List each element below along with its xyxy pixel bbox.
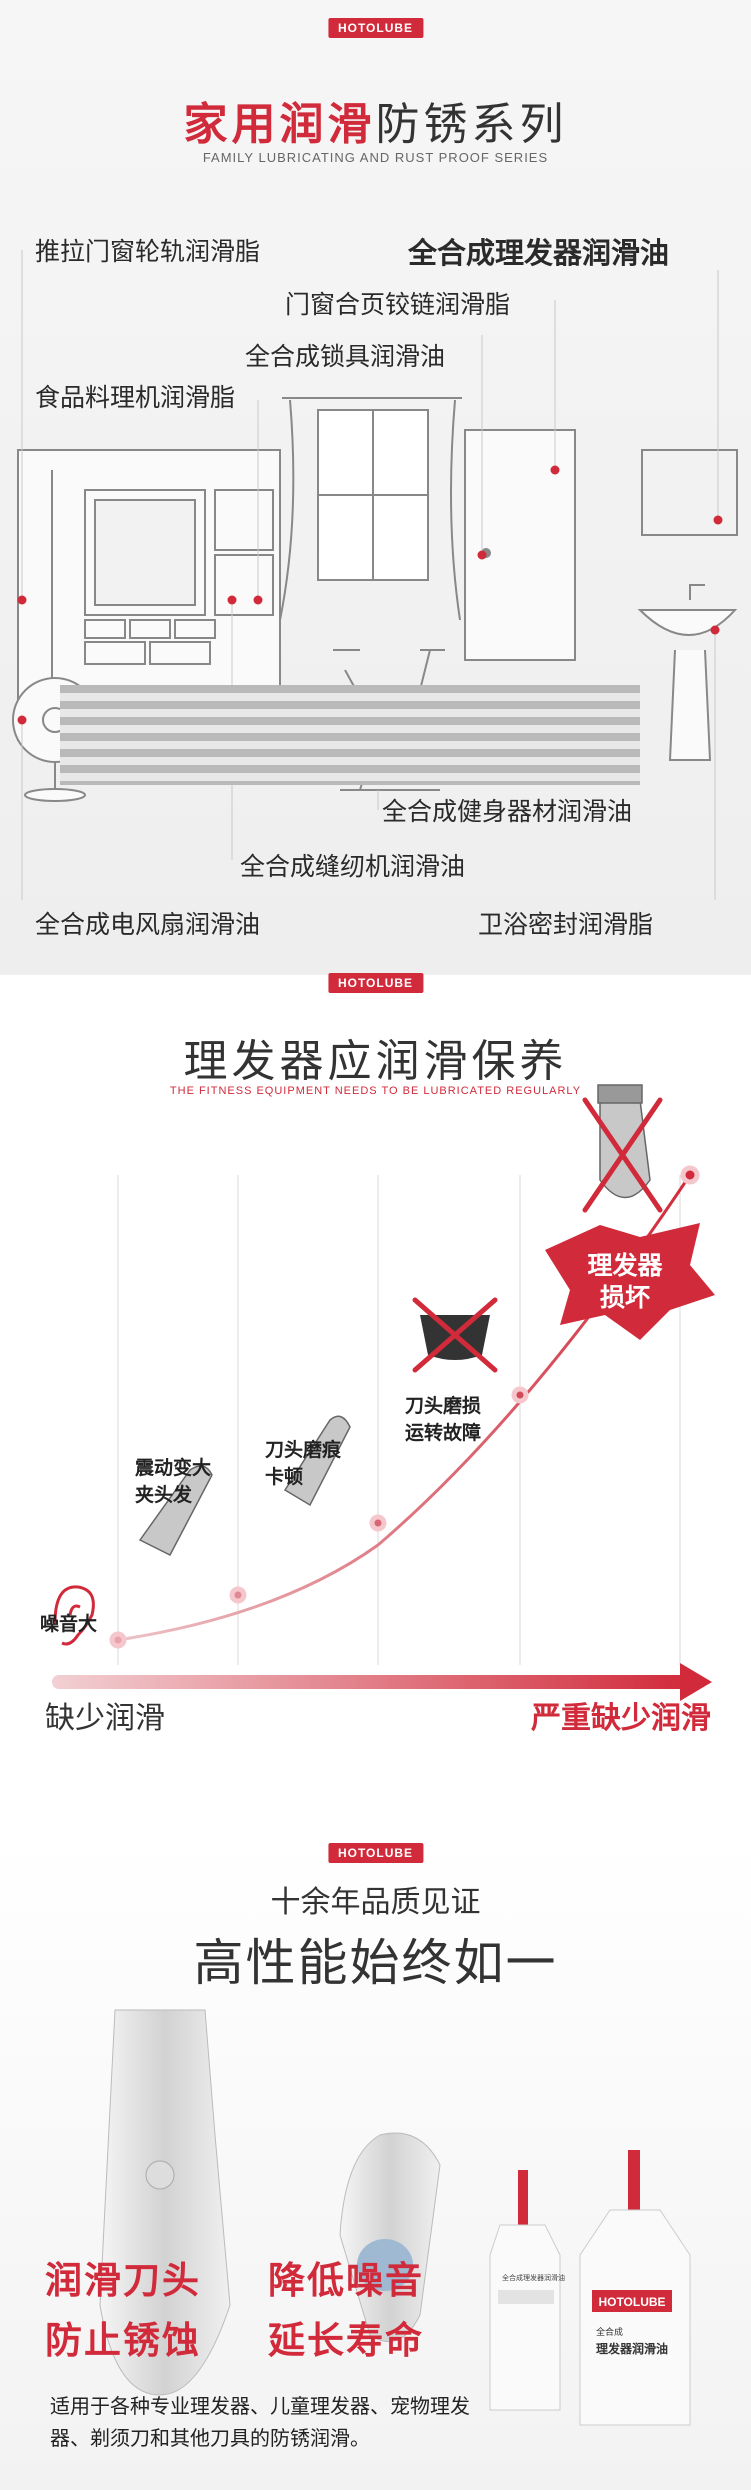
axis-right-label: 严重缺少润滑	[531, 1701, 711, 1736]
quality-line2: 高性能始终如一	[193, 1934, 558, 1992]
brand-badge: HOTOLUBE	[327, 1843, 424, 1863]
product-description: 适用于各种专业理发器、儿童理发器、宠物理发器、剃须刀和其他刀具的防锈润滑。	[50, 2394, 470, 2450]
maintenance-section: HOTOLUBE 理发器应润滑保养 THE FITNESS EQUIPMENT …	[0, 973, 751, 1835]
home-illustration	[12, 250, 738, 900]
section-subtitle: THE FITNESS EQUIPMENT NEEDS TO BE LUBRIC…	[169, 1085, 582, 1097]
lubrication-curve	[52, 1084, 715, 1701]
section-subtitle: FAMILY LUBRICATING AND RUST PROOF SERIES	[202, 150, 549, 165]
section-title: 理发器应润滑保养	[183, 1036, 568, 1087]
ear-icon	[53, 1585, 95, 1646]
label-clipper-oil: 全合成理发器润滑油	[408, 236, 670, 270]
section-title: 家用润滑防锈系列	[183, 99, 568, 150]
quality-line1: 十余年品质见证	[270, 1885, 481, 1920]
bottle-large-label-1: 全合成	[596, 2328, 624, 2338]
feature-lubricate-blade: 润滑刀头	[45, 2259, 201, 2302]
stage-noise: 噪音大	[40, 1613, 98, 1635]
label-sewing-machine-oil: 全合成缝纫机润滑油	[240, 852, 466, 881]
stage-vibration: 震动变大 夹头发	[135, 1457, 212, 1506]
label-door-track-grease: 推拉门窗轮轨润滑脂	[35, 237, 261, 266]
svg-text:HOTOLUBE: HOTOLUBE	[598, 2295, 665, 2309]
axis-left-label: 缺少润滑	[45, 1701, 165, 1736]
quality-section: HOTOLUBE 十余年品质见证 高性能始终如一 HOTOLUBE 全	[0, 1835, 751, 2490]
feature-reduce-noise: 降低噪音	[268, 2259, 424, 2302]
label-food-processor-grease: 食品料理机润滑脂	[35, 383, 236, 412]
label-bathroom-seal-grease: 卫浴密封润滑脂	[478, 910, 654, 939]
home-series-section: HOTOLUBE 家用润滑防锈系列 FAMILY LUBRICATING AND…	[0, 0, 751, 975]
bottle-large-label-2: 理发器润滑油	[596, 2342, 669, 2356]
feature-extend-life: 延长寿命	[268, 2319, 424, 2362]
label-lock-oil: 全合成锁具润滑油	[245, 342, 446, 371]
stage-blade-wear: 刀头磨损 运转故障	[405, 1395, 482, 1444]
brand-badge: HOTOLUBE	[327, 18, 424, 38]
label-hinge-grease: 门窗合页铰链润滑脂	[285, 290, 511, 319]
bottle-small-label: 全合成理发器润滑油	[502, 2274, 565, 2282]
floor-stripes	[60, 685, 640, 785]
label-fan-oil: 全合成电风扇润滑油	[35, 910, 261, 939]
stage-blade-scratch: 刀头磨痕 卡顿	[265, 1439, 342, 1488]
stage-damaged: 理发器 损坏	[587, 1251, 663, 1312]
product-illustration: HOTOLUBE	[99, 2009, 691, 2426]
feature-rust-prevention: 防止锈蚀	[45, 2319, 201, 2362]
brand-badge: HOTOLUBE	[327, 973, 424, 993]
label-fitness-oil: 全合成健身器材润滑油	[382, 797, 633, 826]
